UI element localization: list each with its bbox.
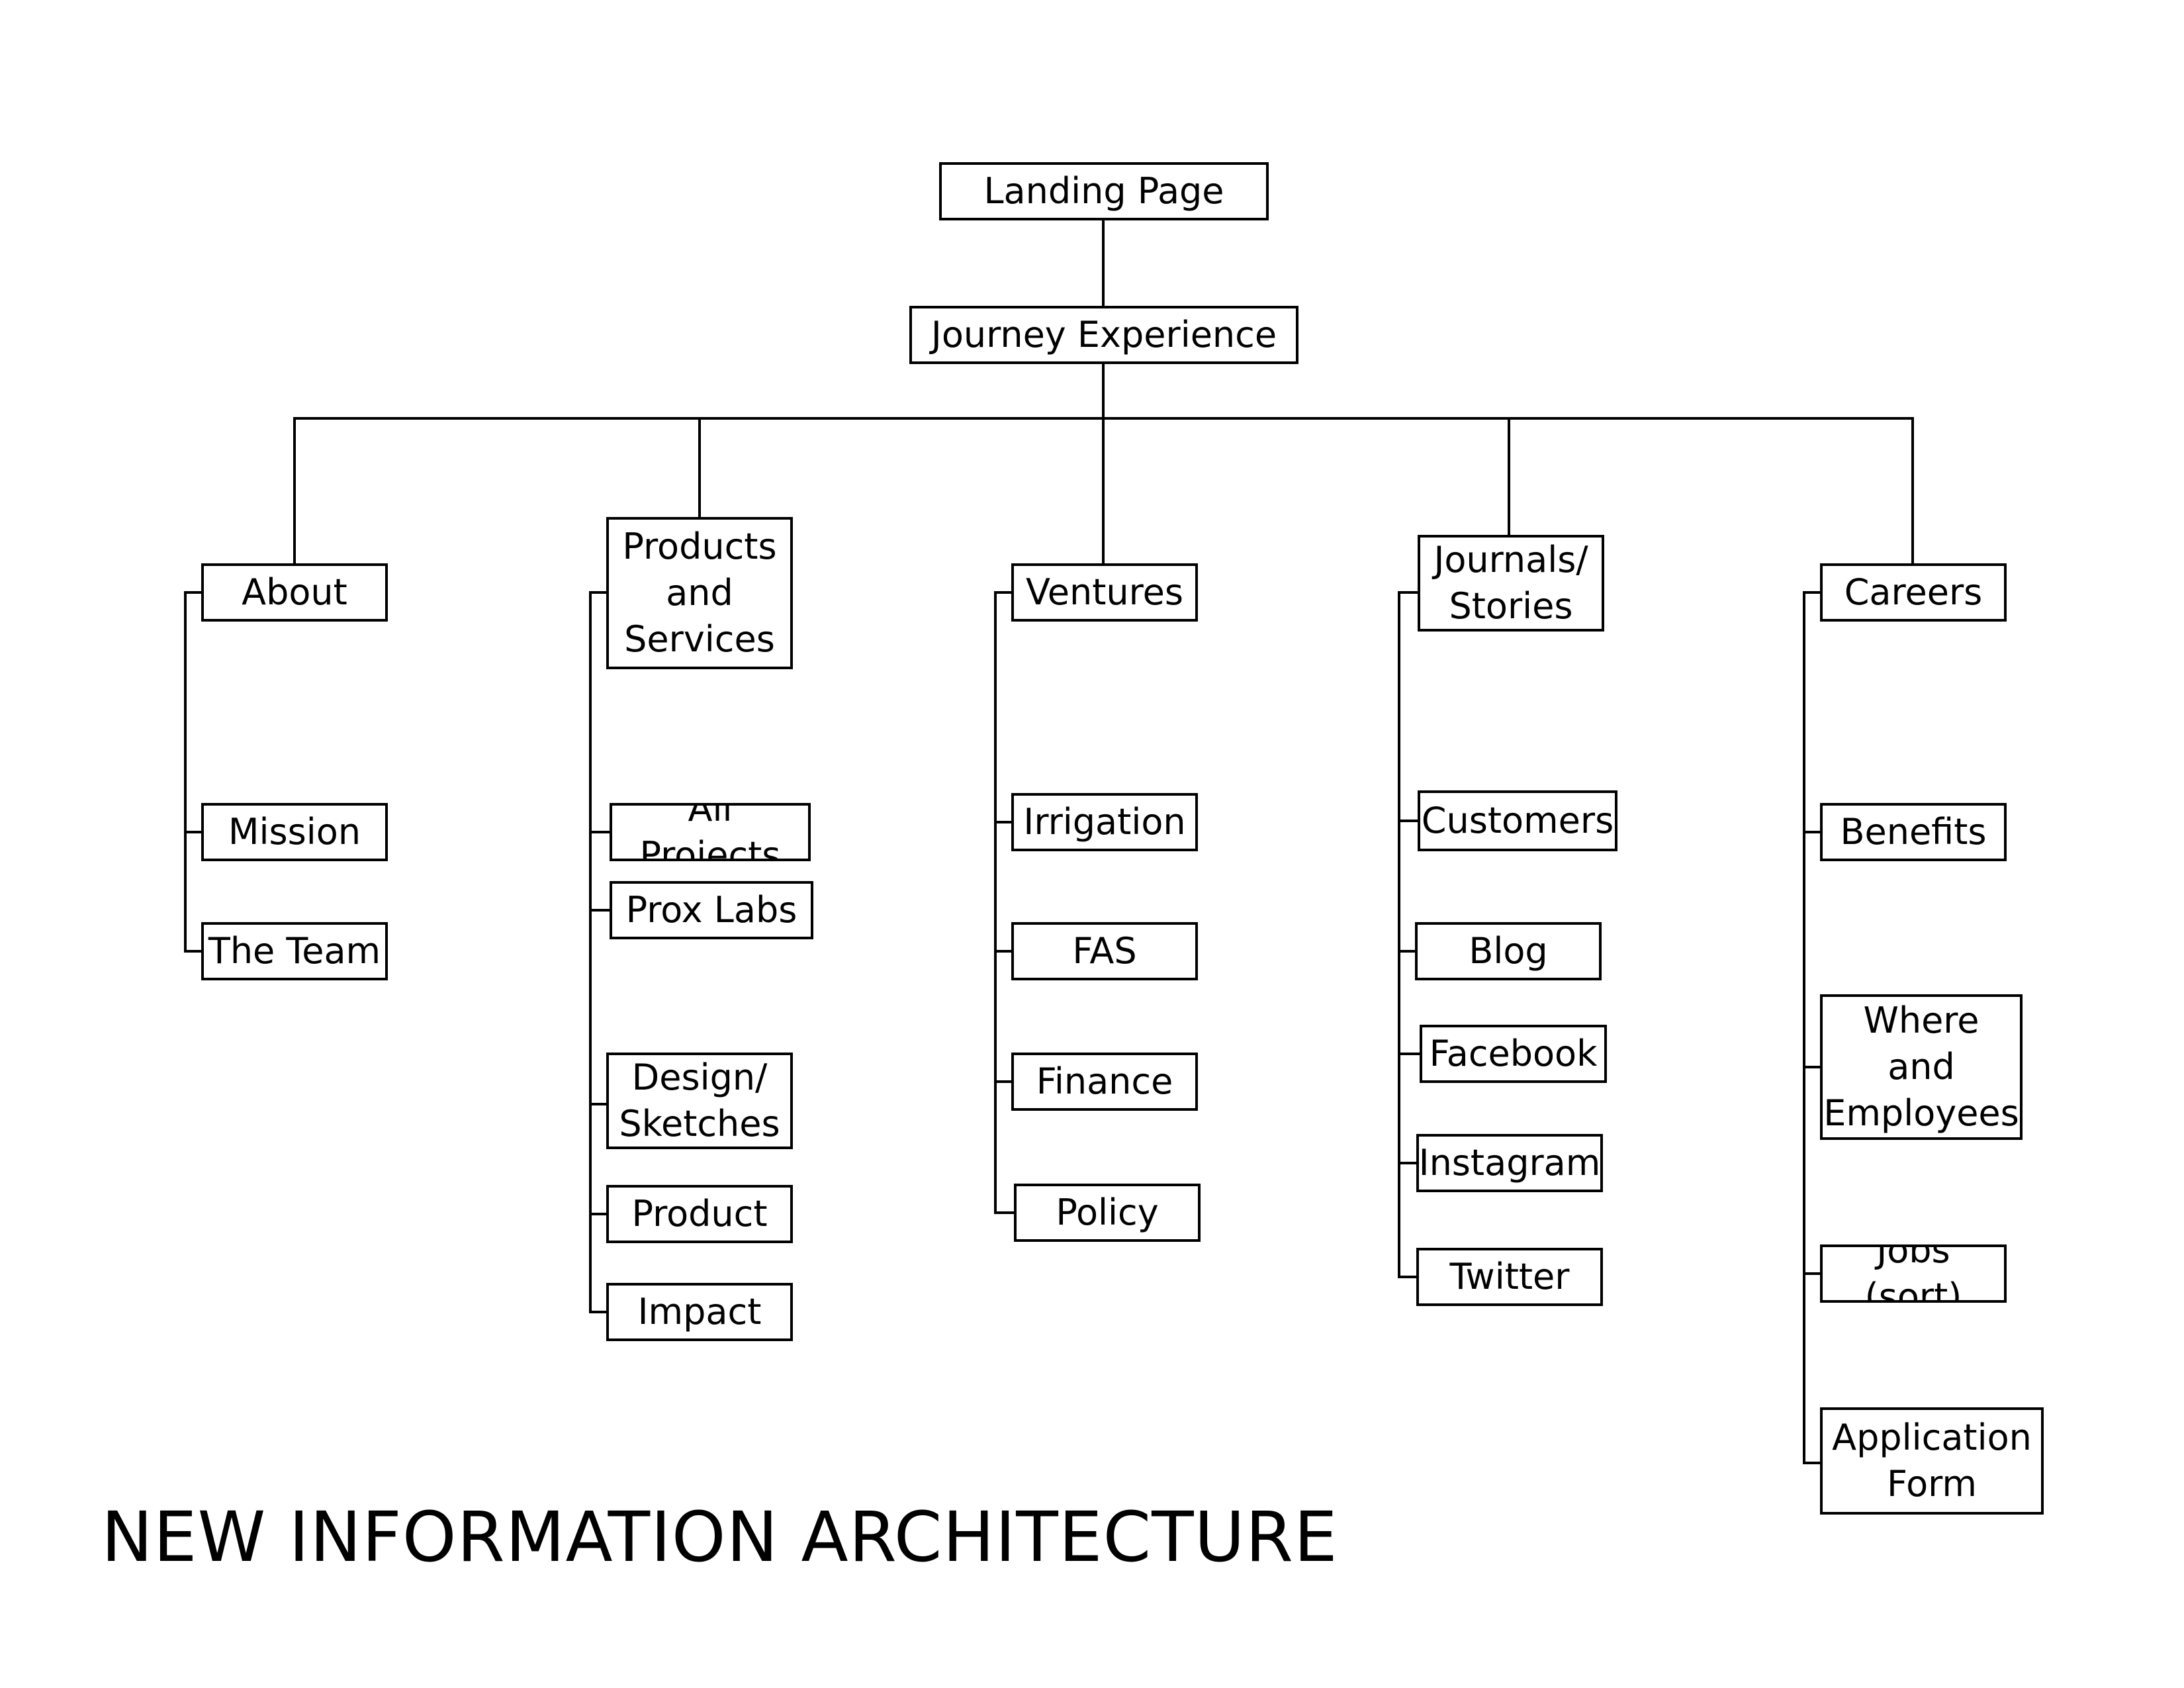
node-all-projects: All Projects [610, 803, 811, 861]
node-application-form: Application Form [1820, 1407, 2044, 1515]
node-the-team: The Team [201, 922, 388, 980]
node-policy: Policy [1014, 1184, 1201, 1242]
node-instagram: Instagram [1416, 1134, 1603, 1192]
node-irrigation: Irrigation [1011, 793, 1198, 851]
node-customers: Customers [1418, 790, 1617, 851]
node-careers: Careers [1820, 563, 2007, 622]
node-benefits: Benefits [1820, 803, 2007, 861]
page-title: NEW INFORMATION ARCHITECTURE [101, 1497, 1338, 1577]
node-facebook: Facebook [1420, 1025, 1607, 1083]
node-jobs-sort: Jobs (sort) [1820, 1244, 2007, 1303]
node-blog: Blog [1415, 922, 1602, 980]
node-design-sketches: Design/ Sketches [606, 1053, 793, 1149]
node-prox-labs: Prox Labs [610, 881, 813, 939]
node-product: Product [606, 1185, 793, 1243]
node-where-and-employees: Where and Employees [1820, 994, 2023, 1140]
node-mission: Mission [201, 803, 388, 861]
node-ventures: Ventures [1011, 563, 1198, 622]
node-journey-experience: Journey Experience [909, 306, 1298, 364]
node-fas: FAS [1011, 922, 1198, 980]
node-about: About [201, 563, 388, 622]
node-finance: Finance [1011, 1053, 1198, 1111]
node-journals-stories: Journals/ Stories [1418, 535, 1604, 632]
node-impact: Impact [606, 1283, 793, 1341]
node-landing-page: Landing Page [939, 162, 1269, 220]
node-products-and-services: Products and Services [606, 517, 793, 669]
node-twitter: Twitter [1416, 1248, 1603, 1306]
